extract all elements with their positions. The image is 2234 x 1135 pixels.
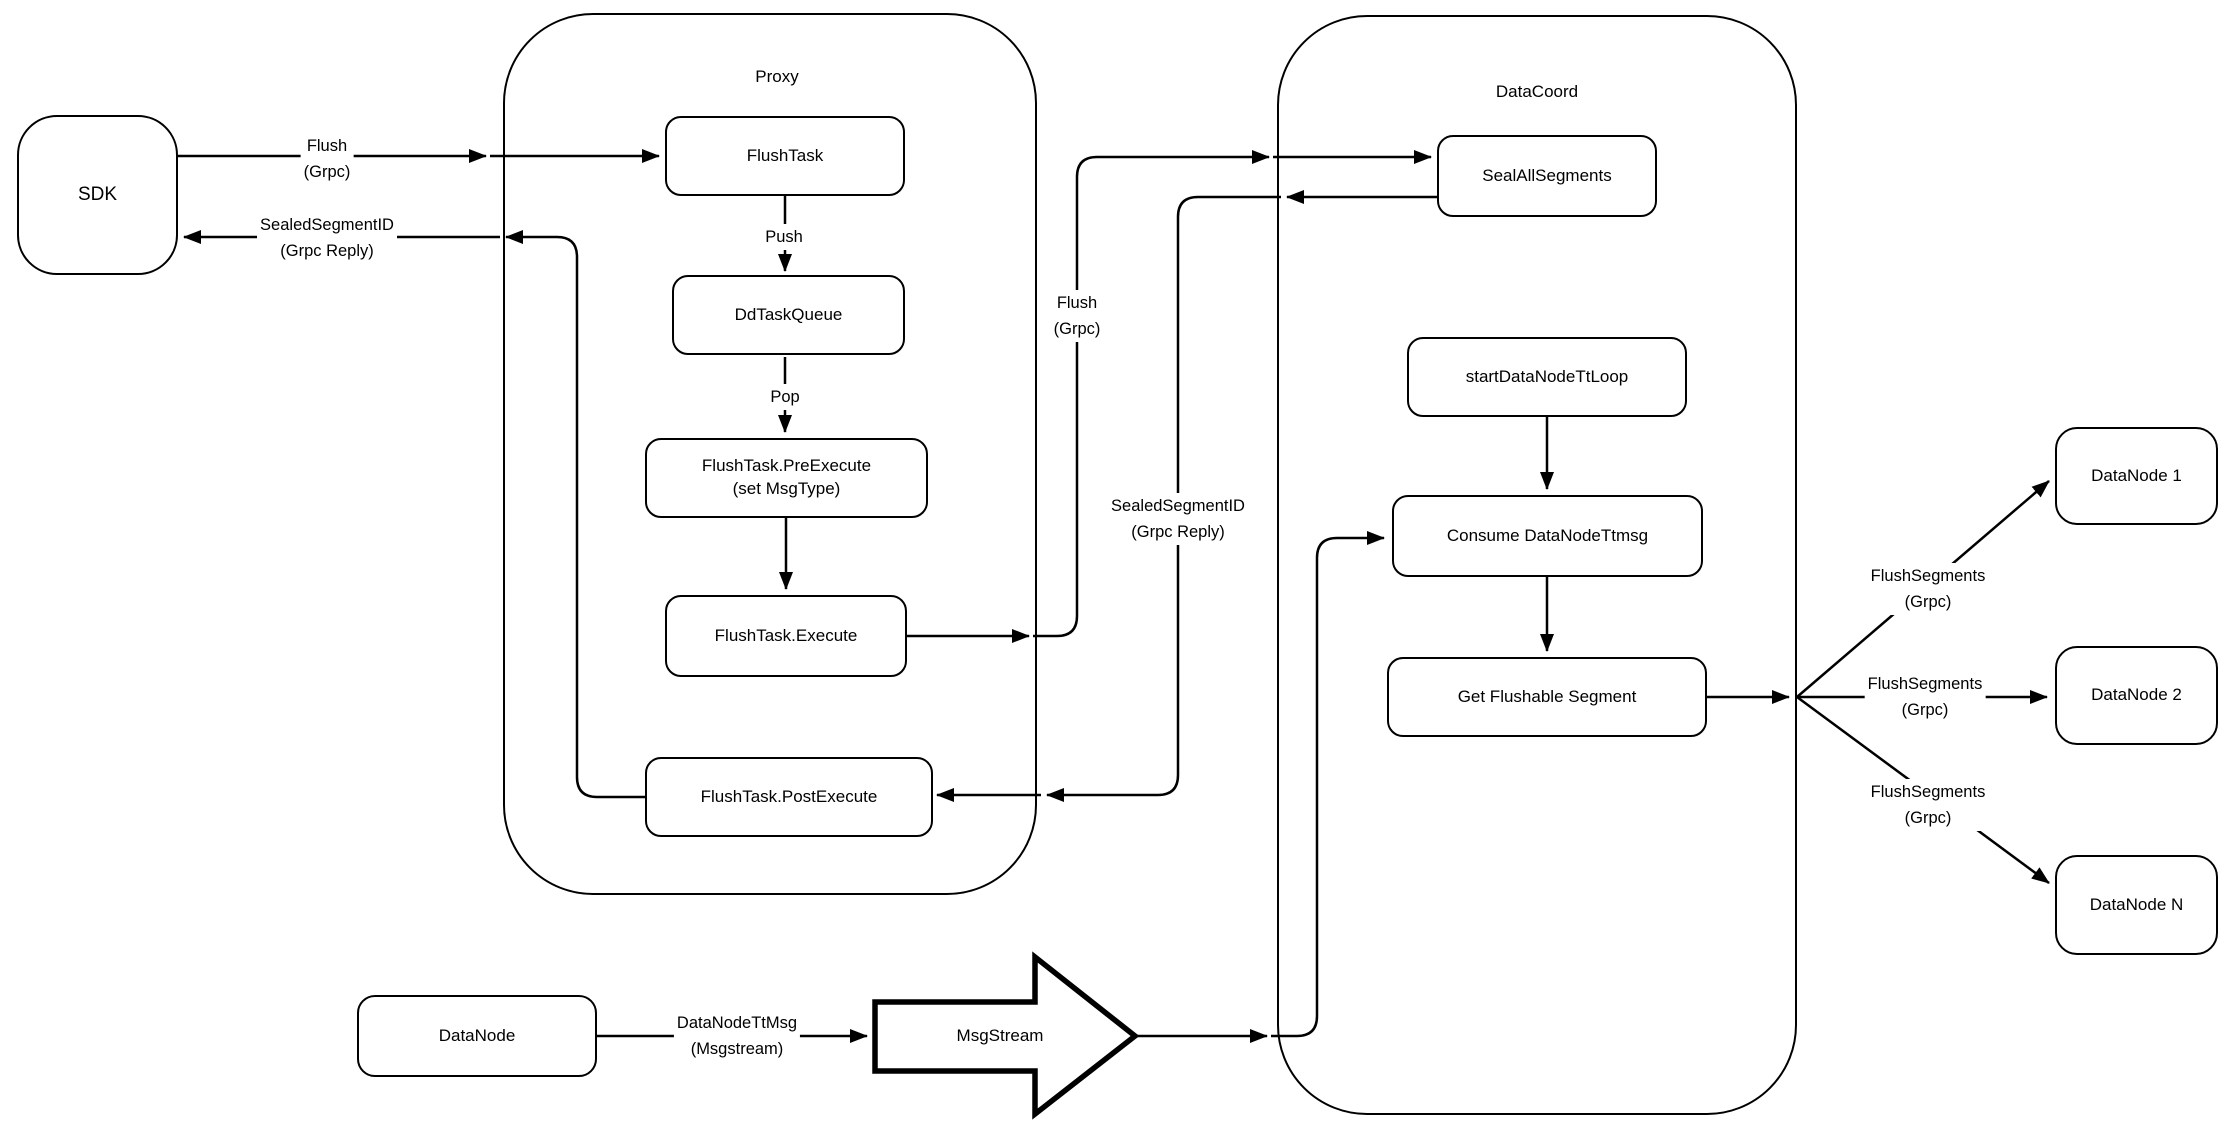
- node-startdatanodettloop: startDataNodeTtLoop: [1407, 337, 1687, 417]
- label-flushsegments-3: FlushSegments (Grpc): [1867, 779, 1989, 831]
- proxy-container-title: Proxy: [755, 67, 799, 86]
- label-flushsegments-1: FlushSegments (Grpc): [1867, 563, 1989, 615]
- node-datanode2-label: DataNode 2: [2091, 685, 2182, 705]
- node-postexecute-label: FlushTask.PostExecute: [700, 786, 878, 806]
- node-preexecute-label-line1: FlushTask.PreExecute: [701, 456, 872, 476]
- node-sealallsegments: SealAllSegments: [1437, 135, 1657, 217]
- label-sealedsegmentid-mid: SealedSegmentID (Grpc Reply): [1108, 493, 1248, 545]
- node-startdatanodettloop-label: startDataNodeTtLoop: [1465, 366, 1629, 386]
- label-sealedsegmentid-sdk: SealedSegmentID (Grpc Reply): [257, 212, 397, 264]
- node-getflushablesegment-label: Get Flushable Segment: [1457, 686, 1637, 706]
- node-datanode-source: DataNode: [357, 995, 597, 1077]
- node-preexecute-label-line2: (set MsgType): [732, 479, 841, 498]
- label-msgstream: MsgStream: [956, 1026, 1044, 1045]
- node-consumedatanodettmsg: Consume DataNodeTtmsg: [1392, 495, 1703, 577]
- node-sdk: SDK: [17, 115, 178, 275]
- node-postexecute: FlushTask.PostExecute: [645, 757, 933, 837]
- node-preexecute: FlushTask.PreExecute (set MsgType): [645, 438, 928, 518]
- node-ddtaskqueue-label: DdTaskQueue: [734, 304, 843, 324]
- label-flush-grpc-sdk: Flush (Grpc): [300, 133, 354, 185]
- node-flushtask-label: FlushTask: [746, 145, 824, 165]
- label-datanodettmsg: DataNodeTtMsg (Msgstream): [673, 1010, 801, 1062]
- datacoord-container-title: DataCoord: [1495, 82, 1579, 101]
- label-flush-grpc-mid: Flush (Grpc): [1050, 290, 1104, 342]
- node-consumedatanodettmsg-label: Consume DataNodeTtmsg: [1446, 525, 1649, 545]
- node-sealallsegments-label: SealAllSegments: [1482, 165, 1612, 185]
- node-execute: FlushTask.Execute: [665, 595, 907, 677]
- msgstream-arrow-shape: [872, 951, 1140, 1120]
- edge-flush-up-to-datacoord: [1033, 150, 1270, 638]
- label-flushsegments-2: FlushSegments (Grpc): [1864, 671, 1986, 723]
- node-datanoden-label: DataNode N: [2089, 894, 2184, 914]
- node-datanode1: DataNode 1: [2055, 427, 2218, 525]
- node-flushtask: FlushTask: [665, 116, 905, 196]
- node-ddtaskqueue: DdTaskQueue: [672, 275, 905, 355]
- node-datanode-source-label: DataNode: [438, 1025, 516, 1045]
- node-datanode2: DataNode 2: [2055, 646, 2218, 745]
- node-datanode1-label: DataNode 1: [2091, 465, 2182, 485]
- datacoord-container: [1277, 15, 1797, 1115]
- node-getflushablesegment: Get Flushable Segment: [1387, 657, 1707, 737]
- label-pop: Pop: [767, 384, 803, 410]
- edge-msgstream-to-consume: [1271, 531, 1385, 1038]
- edge-postexecute-to-proxy-border: [505, 230, 645, 799]
- node-execute-label: FlushTask.Execute: [714, 625, 858, 645]
- node-datanoden: DataNode N: [2055, 855, 2218, 955]
- proxy-container: [503, 13, 1037, 895]
- label-push: Push: [762, 224, 806, 250]
- node-sdk-label: SDK: [77, 184, 118, 206]
